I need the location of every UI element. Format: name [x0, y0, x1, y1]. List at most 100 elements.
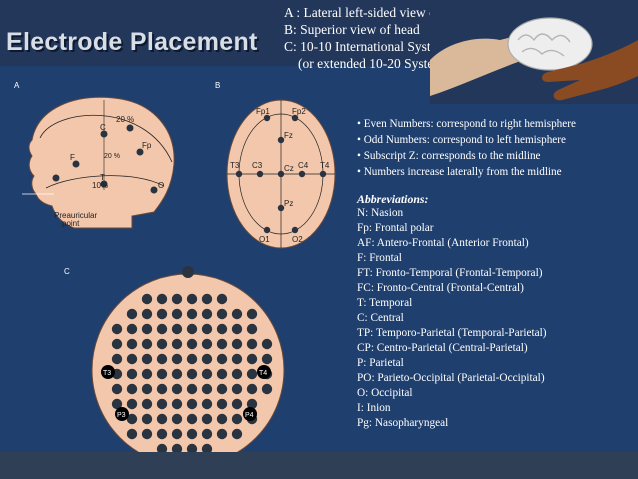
grid-electrode — [201, 368, 213, 380]
electrode-label: Pz — [284, 199, 293, 208]
electrode-label: Fp1 — [256, 107, 270, 116]
lateral-electrodes — [52, 124, 158, 194]
grid-electrode — [201, 338, 213, 350]
figure-b-letter: B — [215, 81, 220, 90]
electrode-label: O1 — [259, 235, 270, 244]
grid-electrode — [141, 413, 153, 425]
legend-line-b: B: Superior view of head — [284, 22, 420, 37]
electrode-label: O — [158, 181, 164, 190]
grid-electrode — [246, 323, 258, 335]
grid-electrode — [201, 383, 213, 395]
grid-electrode — [156, 353, 168, 365]
grid-electrode — [126, 353, 138, 365]
grid-electrode — [111, 338, 123, 350]
legend-line-c: C: 10-10 International System — [284, 39, 448, 54]
abbreviation-item: Fp: Frontal polar — [357, 222, 434, 234]
abbreviation-item: FT: Fronto-Temporal (Frontal-Temporal) — [357, 267, 543, 279]
grid-electrode — [111, 353, 123, 365]
electrode-label: T — [100, 173, 105, 182]
grid-electrode — [216, 293, 228, 305]
grid-electrode — [141, 338, 153, 350]
nasion-electrode — [182, 266, 194, 278]
grid-electrode — [201, 398, 213, 410]
legend-line-a: A : Lateral left-sided view of head — [284, 5, 470, 20]
bottom-band — [0, 452, 638, 479]
grid-electrode — [171, 383, 183, 395]
grid-electrode — [111, 383, 123, 395]
grid-electrode — [231, 368, 243, 380]
grid-electrode — [156, 368, 168, 380]
electrode-label: C3 — [252, 161, 263, 170]
abbreviation-item: N: Nasion — [357, 207, 404, 219]
bullet-item: • Even Numbers: correspond to right hemi… — [357, 118, 576, 130]
pct-label: 20 % — [116, 115, 134, 124]
grid-electrode — [186, 293, 198, 305]
electrode-label: Fp2 — [292, 107, 306, 116]
grid-electrode — [186, 443, 198, 455]
grid-electrode — [156, 338, 168, 350]
grid-electrode — [231, 383, 243, 395]
grid-electrode — [261, 338, 273, 350]
abbreviation-item: TP: Temporo-Parietal (Temporal-Parietal) — [357, 327, 547, 339]
grid-electrode — [261, 383, 273, 395]
grid-electrode — [186, 428, 198, 440]
figure-b-superior-view: B Fz Cz Pz T3 T4 C3 C4 Fp1 Fp2 O1 O2 — [215, 81, 336, 249]
grid-electrode — [201, 428, 213, 440]
grid-electrode — [171, 353, 183, 365]
hands-brain-illustration — [430, 0, 638, 104]
grid-electrode — [201, 353, 213, 365]
p4-electrode — [243, 407, 257, 421]
preauricular-label: Preauricular — [54, 211, 97, 220]
electrode-label: T4 — [259, 370, 267, 377]
grid-electrode — [231, 413, 243, 425]
electrode-label: F — [70, 153, 75, 162]
grid-electrode — [201, 413, 213, 425]
grid-electrode — [171, 413, 183, 425]
abbreviation-item: T: Temporal — [357, 297, 413, 309]
grid-electrode — [216, 323, 228, 335]
grid-electrode — [171, 368, 183, 380]
pct-label: 10% — [92, 181, 108, 190]
abbreviation-item: P: Parietal — [357, 357, 404, 369]
electrode-label: T3 — [103, 370, 111, 377]
grid-electrode — [231, 353, 243, 365]
electrode-label: C4 — [298, 161, 309, 170]
grid-electrode — [201, 293, 213, 305]
grid-electrode — [216, 368, 228, 380]
grid-electrode — [141, 353, 153, 365]
grid-electrode — [156, 323, 168, 335]
t3-electrode — [101, 365, 115, 379]
grid-electrode — [126, 383, 138, 395]
electrode-label: Fp — [142, 141, 152, 150]
grid-electrode — [216, 353, 228, 365]
grid-electrode — [246, 398, 258, 410]
grid-electrode — [156, 428, 168, 440]
grid-electrodes — [111, 293, 273, 455]
superior-electrodes — [235, 114, 327, 234]
grid-electrode — [156, 383, 168, 395]
abbreviation-item: C: Central — [357, 312, 404, 324]
grid-electrode — [231, 398, 243, 410]
grid-electrode — [171, 428, 183, 440]
abbreviation-item: PO: Parieto-Occipital (Parietal-Occipita… — [357, 372, 545, 384]
grid-electrode — [201, 443, 213, 455]
grid-electrode — [231, 323, 243, 335]
abbreviation-item: I: Inion — [357, 402, 391, 414]
bullet-item: • Subscript Z: corresponds to the midlin… — [357, 150, 541, 162]
grid-electrode — [156, 398, 168, 410]
grid-electrode — [201, 323, 213, 335]
figure-a-letter: A — [14, 81, 20, 90]
electrode-label: T4 — [320, 161, 330, 170]
electrode-label: Cz — [284, 164, 294, 173]
bullet-item: • Odd Numbers: correspond to left hemisp… — [357, 134, 566, 146]
grid-electrode — [246, 353, 258, 365]
abbreviation-item: Pg: Nasopharyngeal — [357, 417, 449, 429]
grid-electrode — [171, 398, 183, 410]
grid-electrode — [111, 398, 123, 410]
grid-electrode — [156, 443, 168, 455]
grid-electrode — [126, 368, 138, 380]
grid-electrode — [156, 308, 168, 320]
grid-electrode — [156, 293, 168, 305]
grid-electrode — [141, 428, 153, 440]
abbreviation-item: F: Frontal — [357, 252, 402, 264]
